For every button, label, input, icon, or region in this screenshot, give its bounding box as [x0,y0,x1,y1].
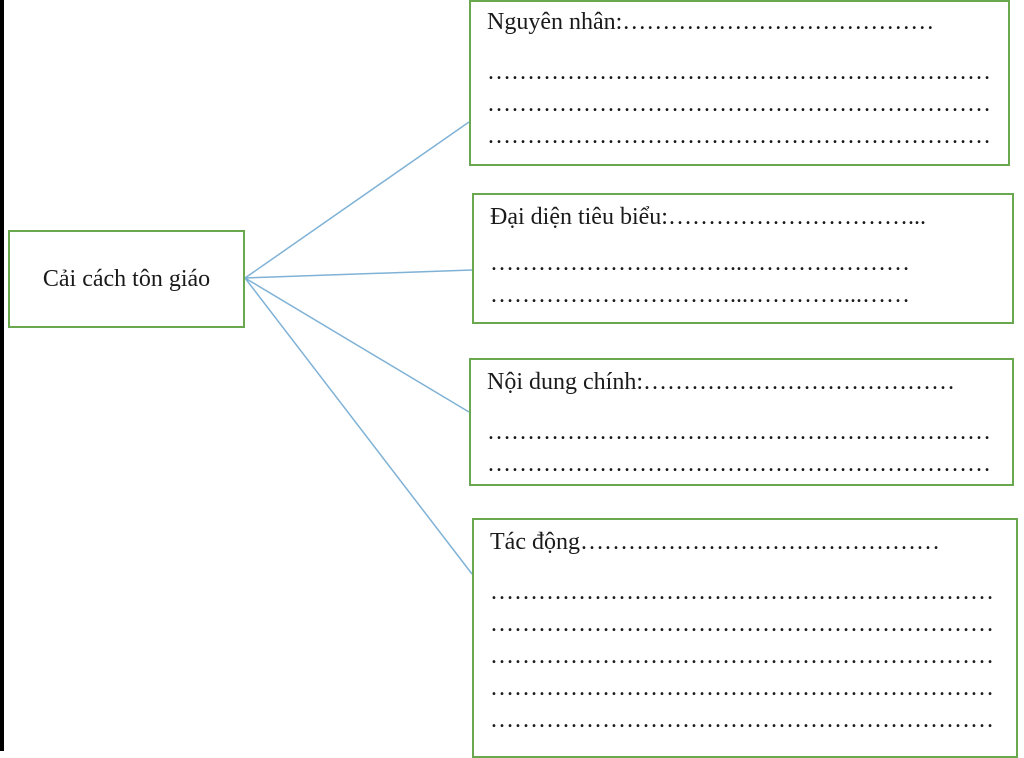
left-edge-bar [0,0,4,751]
dotted-line: ……………………………………………………… [487,419,991,445]
dotted-line: ……………………………………………………… [490,707,994,733]
dotted-line: ……………………………………………………… [487,59,991,85]
box-dai-dien-tieu-bieu-title: Đại diện tiêu biểu:…………………………... [490,204,926,230]
dotted-line: ……………………………………………………… [487,451,991,477]
dotted-line: ……………………………………………………… [490,675,994,701]
dotted-line: …………………………..………………… [490,250,910,276]
dotted-line: ……………………………………………………… [490,579,994,605]
box-tac-dong-title: Tác động……………………………………… [490,529,940,555]
dotted-line: …………………………...…………...…… [490,282,910,308]
dotted-line: ……………………………………………………… [487,91,991,117]
box-tac-dong: Tác động……………………………………… …………………………………………… [472,518,1018,758]
dotted-line: ……………………………………………………… [487,123,991,149]
dotted-line: ……………………………………………………… [490,611,994,637]
box-noi-dung-chinh-title: Nội dung chính:………………………………… [487,369,955,395]
box-nguyen-nhan-title: Nguyên nhân:………………………………… [487,9,935,35]
box-dai-dien-tieu-bieu: Đại diện tiêu biểu:…………………………... …………………… [472,193,1014,324]
connector-line-noi-dung [244,277,470,413]
box-noi-dung-chinh: Nội dung chính:………………………………… ……………………………… [469,358,1014,486]
connector-line-dai-dien [244,269,473,279]
connector-line-nguyen-nhan [244,121,470,279]
dotted-line: ……………………………………………………… [490,643,994,669]
connector-line-tac-dong [244,277,473,575]
center-topic-box: Cải cách tôn giáo [8,230,245,328]
center-topic-label: Cải cách tôn giáo [42,266,211,292]
box-nguyen-nhan: Nguyên nhân:………………………………… ……………………………………… [469,0,1010,166]
